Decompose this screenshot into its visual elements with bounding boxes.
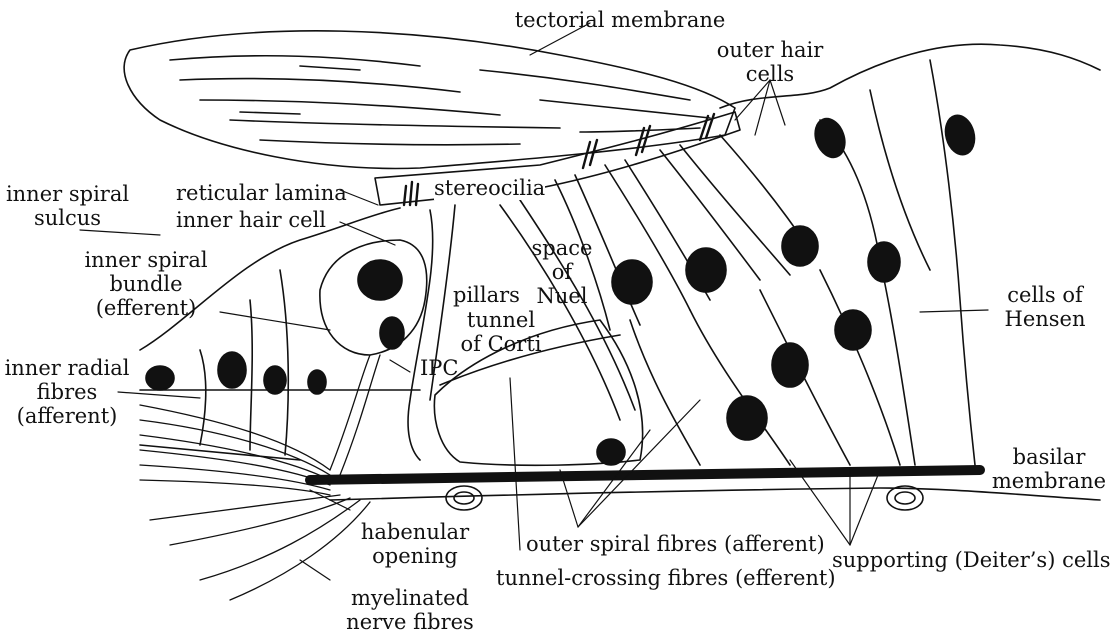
label-outer-spiral-fibres: outer spiral fibres (afferent) — [526, 532, 825, 556]
label-basilar-membrane-line1: basilar — [990, 445, 1108, 469]
label-supporting-cells: supporting (Deiter’s) cells — [832, 548, 1110, 572]
label-myelinated-nerve-fibres-line2: nerve fibres — [340, 610, 480, 634]
inner-hair-cell-nucleus — [358, 260, 402, 300]
label-myelinated-nerve-fibres: myelinated nerve fibres — [340, 586, 480, 634]
label-inner-spiral-bundle-line2: bundle — [76, 272, 216, 296]
label-space-of-nuel: space of Nuel — [522, 236, 602, 308]
label-ipc: IPC — [420, 356, 459, 380]
label-inner-radial-fibres-line1: inner radial — [2, 356, 132, 380]
label-inner-spiral-sulcus-line1: inner spiral — [0, 182, 135, 206]
label-inner-spiral-bundle-line1: inner spiral — [76, 248, 216, 272]
label-basilar-membrane: basilar membrane — [990, 445, 1108, 493]
label-cells-of-hensen-line1: cells of — [990, 283, 1100, 307]
label-stereocilia: stereocilia — [434, 176, 545, 200]
label-habenular-opening: habenular opening — [355, 520, 475, 568]
outer-hair-cell-nuclei — [612, 226, 818, 304]
label-outer-hair-cells: outer hair cells — [700, 38, 840, 86]
label-inner-spiral-sulcus: inner spiral sulcus — [0, 182, 135, 230]
label-inner-radial-fibres: inner radial fibres (afferent) — [2, 356, 132, 428]
deiters-nuclei — [597, 310, 871, 465]
label-inner-spiral-sulcus-line2: sulcus — [0, 206, 135, 230]
label-inner-hair-cell: inner hair cell — [176, 208, 326, 232]
label-tunnel-of-corti-line1: tunnel — [456, 308, 546, 332]
label-cells-of-hensen-line2: Hensen — [990, 307, 1100, 331]
label-inner-radial-fibres-line2: fibres — [2, 380, 132, 404]
label-cells-of-hensen: cells of Hensen — [990, 283, 1100, 331]
label-inner-spiral-bundle: inner spiral bundle (efferent) — [76, 248, 216, 320]
label-habenular-opening-line1: habenular — [355, 520, 475, 544]
deiters-cells — [630, 270, 900, 465]
label-basilar-membrane-line2: membrane — [990, 469, 1108, 493]
inner-pillar — [408, 210, 433, 460]
label-tectorial-membrane: tectorial membrane — [500, 8, 740, 32]
sulcus-nuclei — [146, 352, 326, 394]
label-myelinated-nerve-fibres-line1: myelinated — [340, 586, 480, 610]
label-pillars: pillars — [453, 283, 520, 307]
label-inner-radial-fibres-line3: (afferent) — [2, 404, 132, 428]
label-inner-spiral-bundle-line3: (efferent) — [76, 296, 216, 320]
label-space-of-nuel-line1: space — [522, 236, 602, 260]
label-space-of-nuel-line3: Nuel — [522, 284, 602, 308]
label-tunnel-of-corti: tunnel of Corti — [456, 308, 546, 356]
label-outer-hair-cells-line1: outer hair — [700, 38, 840, 62]
label-tunnel-of-corti-line2: of Corti — [456, 332, 546, 356]
label-tunnel-crossing-fibres: tunnel-crossing fibres (efferent) — [496, 566, 836, 590]
label-reticular-lamina: reticular lamina — [176, 181, 347, 205]
label-outer-hair-cells-line2: cells — [700, 62, 840, 86]
label-habenular-opening-line2: opening — [355, 544, 475, 568]
hensen-nuclei — [810, 112, 979, 282]
label-space-of-nuel-line2: of — [522, 260, 602, 284]
